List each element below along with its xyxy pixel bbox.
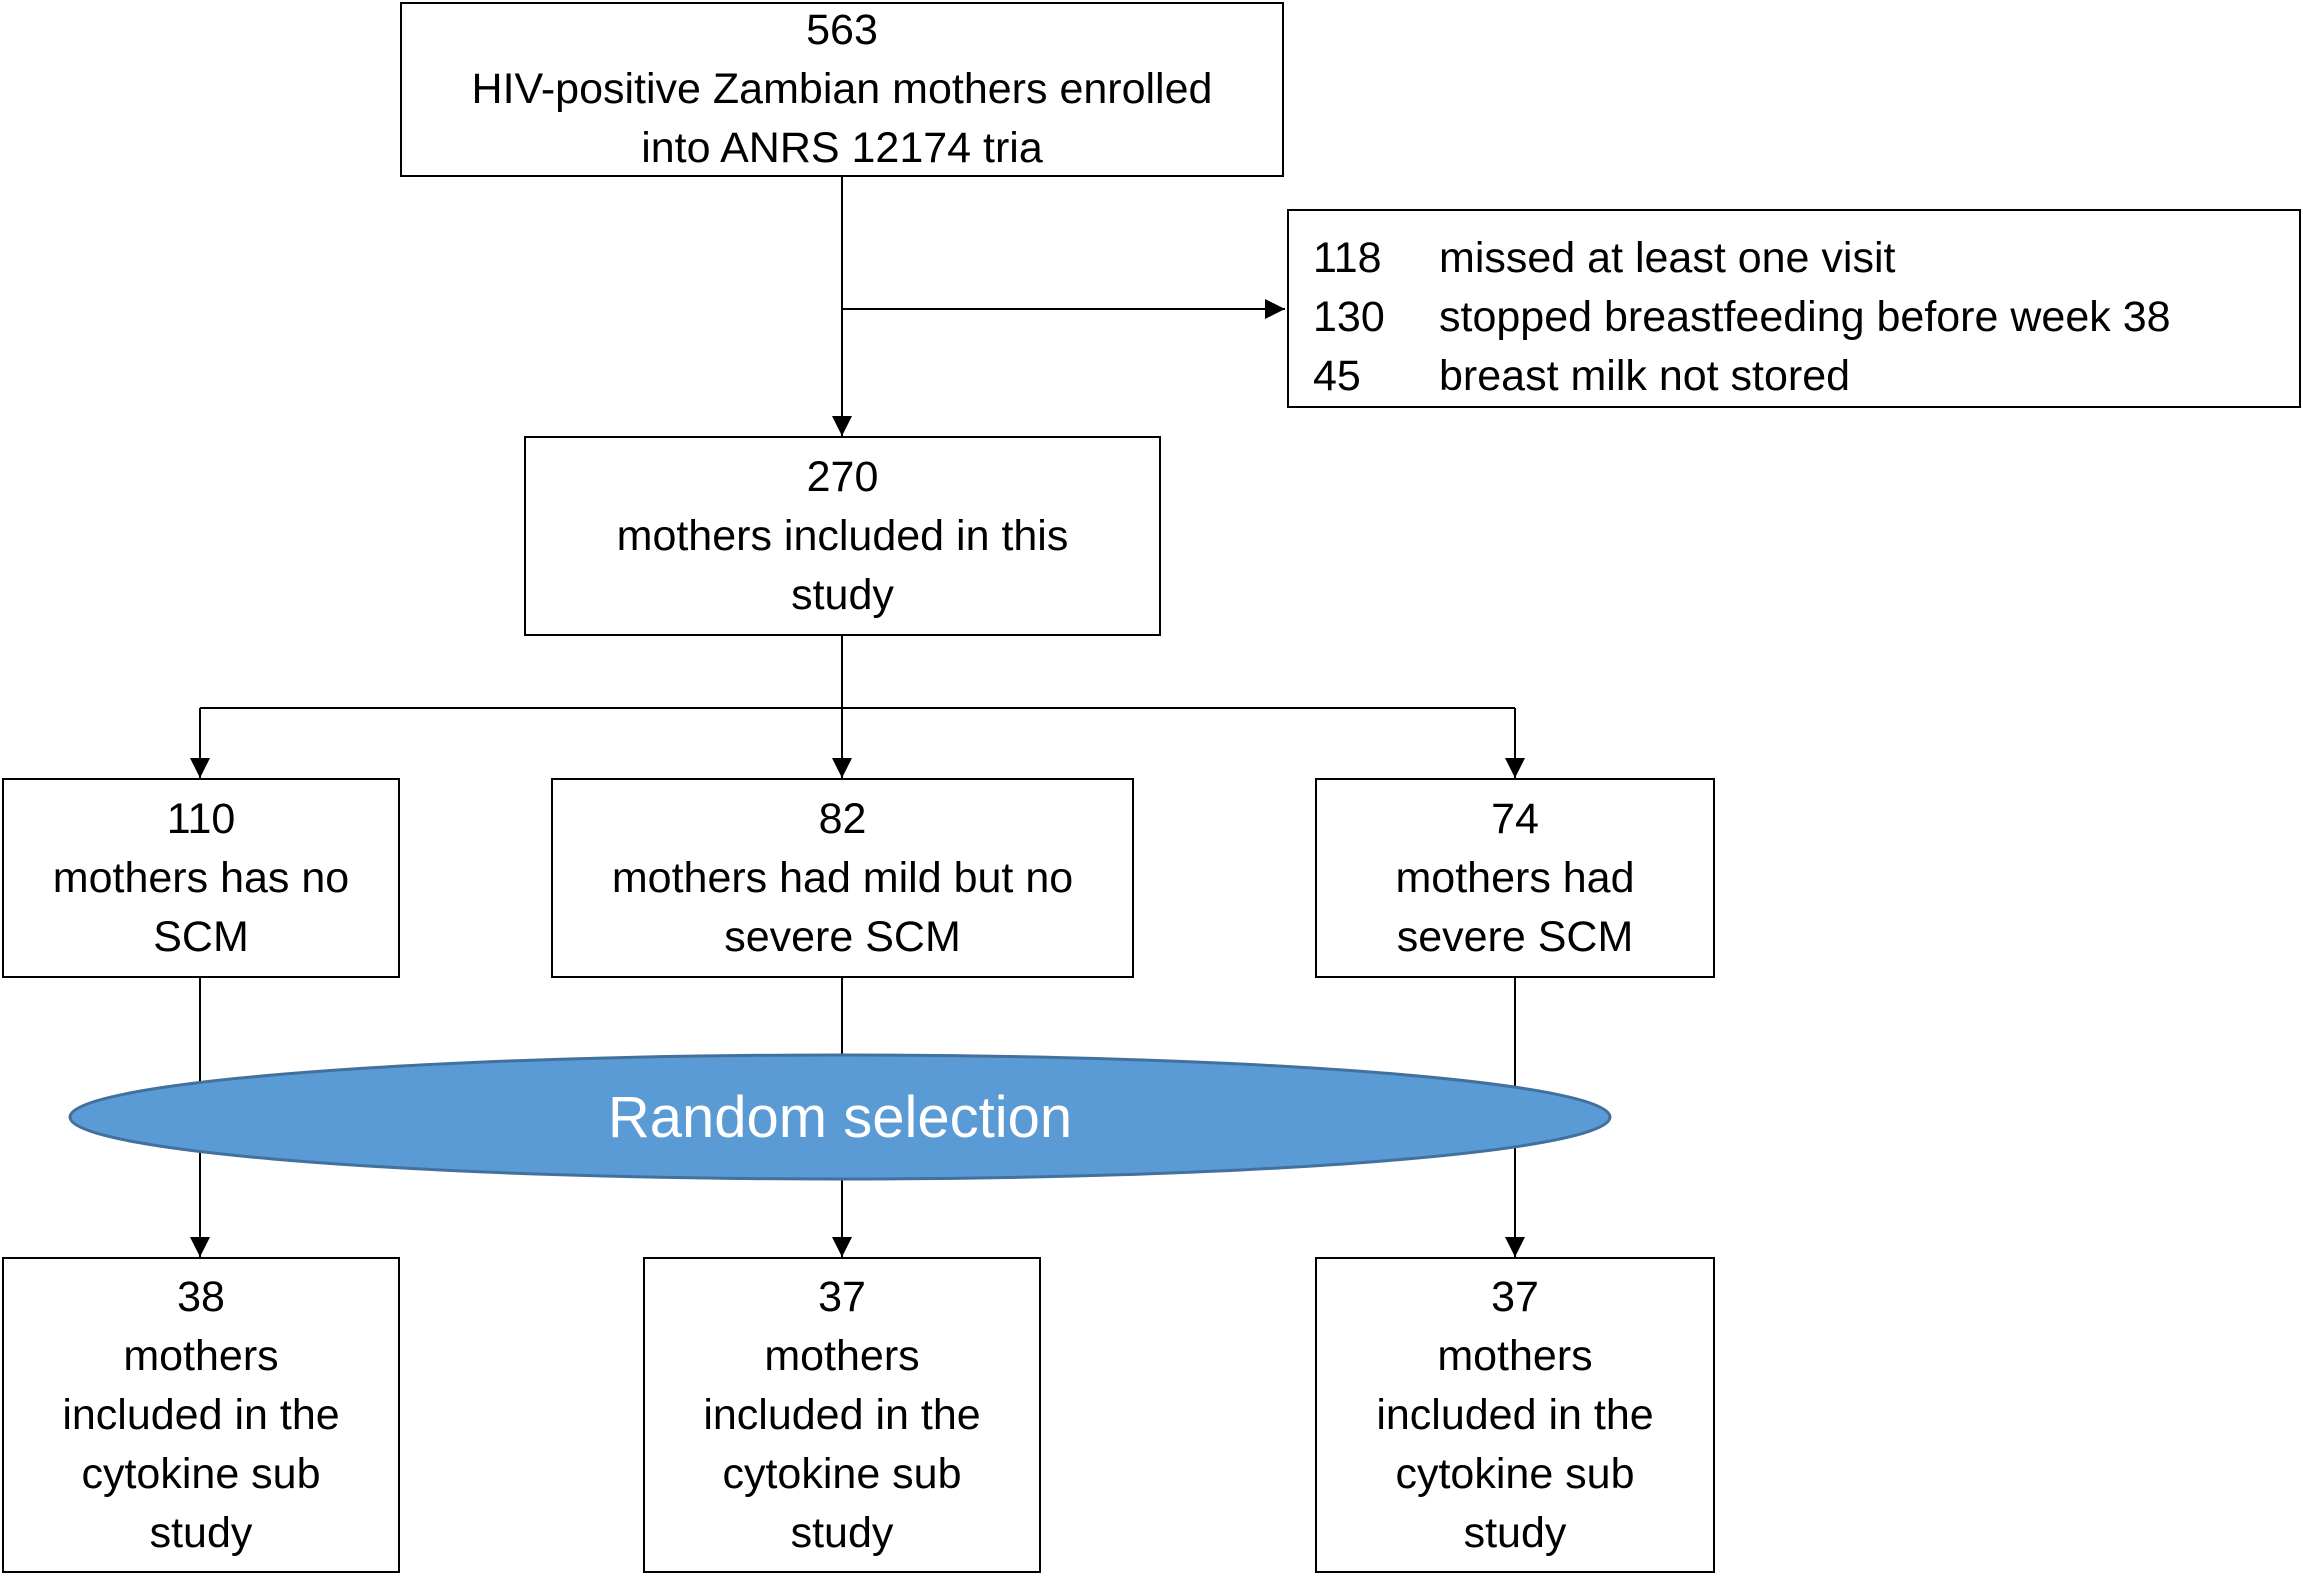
substudy-line: included in the	[62, 1390, 340, 1439]
group-line-2: severe SCM	[1396, 912, 1634, 961]
substudy-count: 37	[818, 1272, 866, 1321]
group-line-2: SCM	[153, 912, 249, 961]
random-selection-label: Random selection	[607, 1084, 1073, 1150]
included-count: 270	[806, 452, 879, 501]
exclusion-reason: missed at least one visit	[1439, 234, 1896, 282]
exclusion-reason: stopped breastfeeding before week 38	[1439, 293, 2171, 341]
enrolled-line-1: HIV-positive Zambian mothers enrolled	[471, 65, 1213, 113]
exclusion-row: 45 breast milk not stored	[1313, 347, 2299, 406]
substudy-line: mothers	[1437, 1331, 1593, 1380]
group-line-1: mothers had	[1395, 853, 1635, 902]
substudy-line: cytokine sub	[1395, 1449, 1635, 1498]
enrolled-line-2: into ANRS 12174 tria	[641, 124, 1043, 172]
exclusion-row: 118 missed at least one visit	[1313, 229, 2299, 288]
included-line-1: mothers included in this	[616, 511, 1069, 560]
exclusions-box: 118 missed at least one visit 130 stoppe…	[1287, 209, 2301, 408]
group-mild-scm-box: 82 mothers had mild but no severe SCM	[551, 778, 1134, 978]
group-severe-scm-box: 74 mothers had severe SCM	[1315, 778, 1715, 978]
substudy-line: study	[149, 1508, 253, 1557]
exclusion-reason: breast milk not stored	[1439, 352, 1851, 400]
included-line-2: study	[791, 570, 894, 619]
group-no-scm-box: 110 mothers has no SCM	[2, 778, 400, 978]
exclusion-row: 130 stopped breastfeeding before week 38	[1313, 288, 2299, 347]
exclusion-count: 118	[1313, 234, 1382, 282]
substudy-line: study	[1463, 1508, 1567, 1557]
substudy-line: included in the	[1376, 1390, 1654, 1439]
substudy-line: cytokine sub	[722, 1449, 962, 1498]
exclusion-count: 45	[1313, 352, 1361, 400]
exclusion-count: 130	[1313, 293, 1385, 341]
substudy-line: included in the	[703, 1390, 981, 1439]
substudy-mild-scm-box: 37 mothers included in the cytokine sub …	[643, 1257, 1041, 1573]
group-line-1: mothers has no	[52, 853, 350, 902]
substudy-no-scm-box: 38 mothers included in the cytokine sub …	[2, 1257, 400, 1573]
group-count: 110	[166, 794, 236, 843]
enrolled-box: 563 HIV-positive Zambian mothers enrolle…	[400, 2, 1284, 177]
included-box: 270 mothers included in this study	[524, 436, 1161, 636]
substudy-line: mothers	[123, 1331, 279, 1380]
group-count: 82	[818, 794, 867, 843]
substudy-count: 38	[177, 1272, 225, 1321]
substudy-line: study	[790, 1508, 894, 1557]
group-count: 74	[1491, 794, 1539, 843]
random-selection-ellipse	[68, 1053, 1612, 1181]
substudy-severe-scm-box: 37 mothers included in the cytokine sub …	[1315, 1257, 1715, 1573]
group-line-1: mothers had mild but no	[611, 853, 1074, 902]
substudy-count: 37	[1491, 1272, 1539, 1321]
group-line-2: severe SCM	[724, 912, 961, 961]
enrolled-count: 563	[806, 6, 878, 54]
substudy-line: cytokine sub	[81, 1449, 321, 1498]
substudy-line: mothers	[764, 1331, 920, 1380]
